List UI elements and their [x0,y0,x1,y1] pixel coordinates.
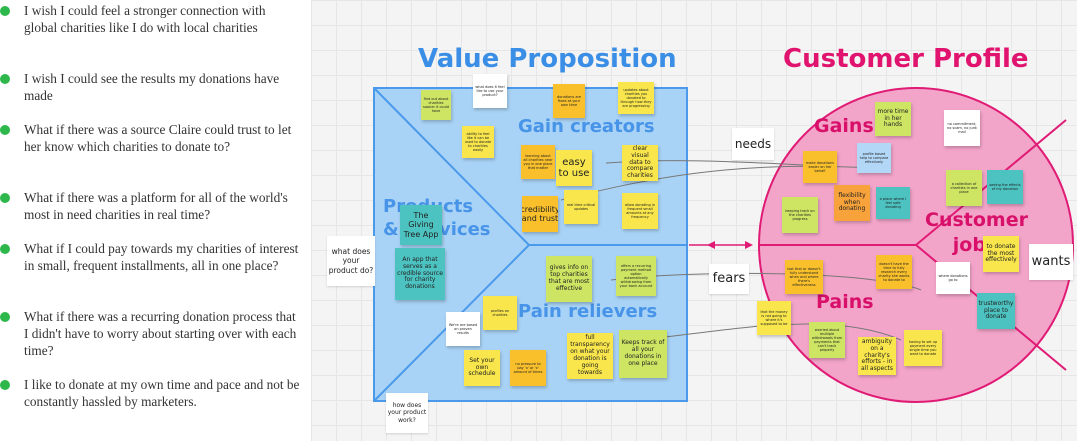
insight-text: What if there was a platform for all of … [24,190,288,222]
sticky-note[interactable]: keeping track on the charities progress [782,197,818,233]
sticky-note[interactable]: We're are based on proven results [446,312,480,346]
gain-creators-heading: Gain creators [518,116,655,137]
sticky-note[interactable]: more time in her hands [875,102,911,136]
fit-arrow-right-head [745,241,753,249]
insight-text: What if there was a recurring donation p… [24,309,297,358]
sticky-note[interactable]: Keeps track of all your donations in one… [619,330,667,378]
insight-item: I like to donate at my own time and pace… [0,376,300,410]
what-does-label: what does your product do? [327,236,375,286]
sticky-note[interactable]: credibility and trust [522,196,558,232]
insight-text: I wish I could feel a stronger connectio… [24,3,266,35]
sticky-note[interactable]: doesn't have the time to fully research … [876,255,912,289]
bullet-dot-icon [0,380,10,390]
insight-text: I wish I could see the results my donati… [24,71,280,103]
pain-relievers-heading: Pain relievers [518,301,658,322]
how-does-text: how does your product work? [387,401,427,424]
sticky-note[interactable]: full transparency on what your donation … [567,333,613,379]
insight-item: I wish I could feel a stronger connectio… [0,2,300,36]
insight-text: What if there was a source Claire could … [24,122,292,154]
sticky-note[interactable]: An app that serves as a credible source … [395,248,445,300]
bullet-dot-icon [0,193,10,203]
insight-item: I wish I could see the results my donati… [0,70,300,104]
sticky-note[interactable]: clear visual data to compare charities [622,145,658,181]
fears-text: fears [712,270,746,286]
sticky-note[interactable]: allow donating in frequent small amounts… [622,193,658,229]
sticky-note[interactable]: no commitment, no scam, no junk mail [944,110,980,146]
sticky-note[interactable]: no pressure to pay 'x' or 'x' amount of … [510,350,546,386]
sticky-note[interactable]: offers a recurring payment method option… [616,256,656,296]
bullet-dot-icon [0,6,10,16]
sticky-note[interactable]: lost that or doesn't fully understand wh… [785,260,823,294]
sticky-note[interactable]: to donate the most effectively [983,236,1019,272]
sticky-note[interactable]: The Giving Tree App [400,205,442,245]
pains-heading: Pains [816,291,874,313]
fears-label: fears [709,264,749,294]
sticky-note[interactable]: Set your own schedule [464,350,500,386]
sticky-note[interactable]: gives info on top charities that are mos… [546,256,592,302]
insights-column: I wish I could feel a stronger connectio… [0,0,310,441]
insight-item: What if I could pay towards my charities… [0,240,300,274]
insight-text: I like to donate at my own time and pace… [24,377,300,409]
sticky-note[interactable]: updates about charities you donated to t… [618,82,654,114]
fit-arrow-left-head [707,241,715,249]
sticky-note[interactable]: flexibility when donating [834,185,870,221]
needs-text: needs [734,136,772,151]
bullet-dot-icon [0,244,10,254]
insight-item: What if there was a platform for all of … [0,189,300,223]
gains-heading: Gains [814,115,874,137]
sticky-note[interactable]: seeing the effects of my donation [987,170,1023,204]
needs-label: needs [732,128,774,160]
sticky-note[interactable]: what does it feel like to use your produ… [473,74,507,108]
what-does-text: what does your product do? [328,246,374,275]
sticky-note[interactable]: a collection of charities in one place [946,170,982,206]
wants-label: wants [1029,244,1073,280]
sticky-note[interactable]: profile based help to compare effectivel… [857,143,891,173]
customer-profile-title: Customer Profile [783,44,1029,74]
insight-item: What if there was a recurring donation p… [0,308,300,359]
insight-text: What if I could pay towards my charities… [24,241,299,273]
sticky-note[interactable]: that the money is not going to where it'… [757,301,791,335]
sticky-note[interactable]: a place where I feel safe donating [876,187,910,219]
bullet-dot-icon [0,125,10,135]
how-does-label: how does your product work? [386,393,428,433]
wants-text: wants [1031,253,1071,269]
bullet-dot-icon [0,312,10,322]
sticky-note[interactable]: profiles on charities [483,296,517,330]
sticky-note[interactable]: learning about all charities near you in… [521,145,555,179]
sticky-note[interactable]: easy to use [556,150,592,186]
value-proposition-title: Value Proposition [418,44,677,74]
bullet-dot-icon [0,74,10,84]
insight-item: What if there was a source Claire could … [0,121,300,155]
sticky-note[interactable]: find out about charities sooner it could… [421,90,451,120]
sticky-note[interactable]: where donations go to [936,262,970,294]
sticky-note[interactable]: make donations easier on her behalf [803,151,837,183]
whiteboard-canvas[interactable]: Value Proposition Customer Profile Gain … [311,0,1077,441]
sticky-note[interactable]: having to set up payment every single ti… [904,330,942,366]
sticky-note[interactable]: ability to feel like it can be used to d… [462,126,494,158]
sticky-note[interactable]: worried about multiple withdrawals from … [809,322,845,358]
sticky-note[interactable]: donations are fixed at your own time [553,84,585,118]
sticky-note[interactable]: real time critical updates [564,190,598,224]
sticky-note[interactable]: ambiguity on a charity's efforts - in al… [858,337,896,375]
sticky-note[interactable]: trustworthy place to donate [977,293,1015,329]
